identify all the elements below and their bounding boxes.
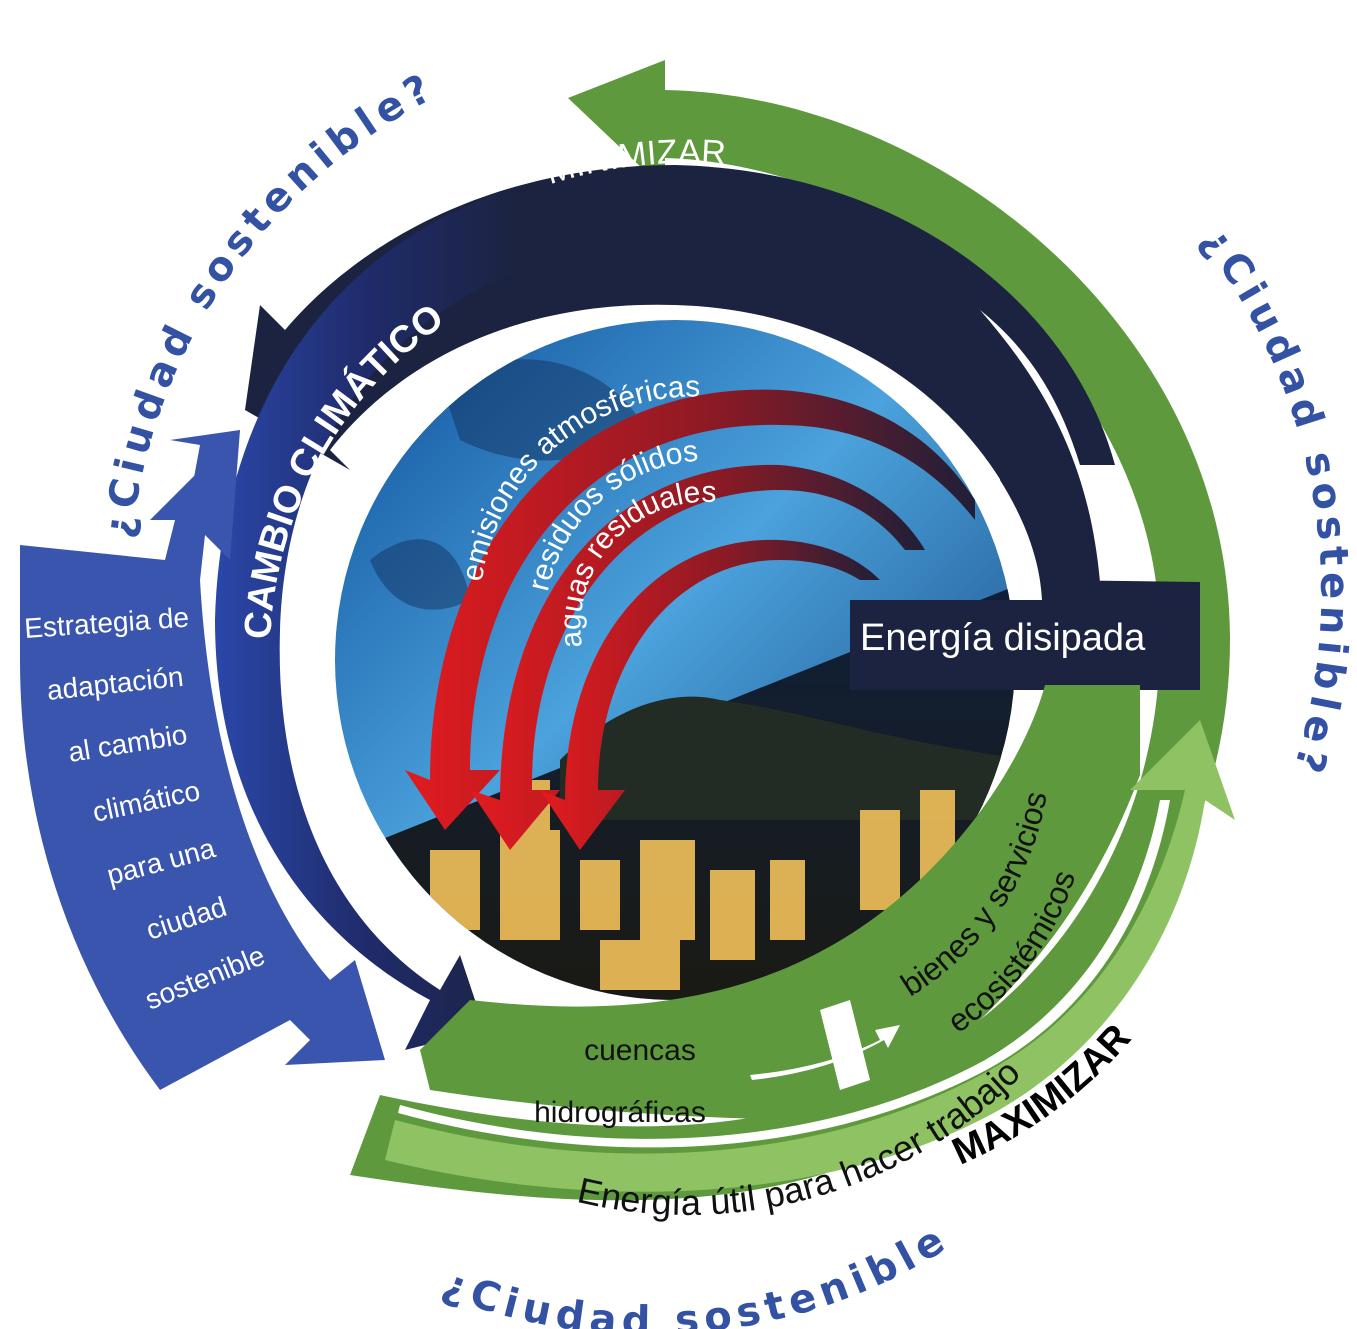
- white-divider: [820, 1000, 870, 1090]
- cuencas-label-line1: cuencas: [584, 1034, 696, 1067]
- energia-disipada-label: Energía disipada: [860, 617, 1146, 659]
- cuencas-label-line2: hidrográficas: [534, 1096, 706, 1129]
- dark-energy-block: [850, 470, 1200, 690]
- cuencas-to-bienes-arrow: [750, 1025, 900, 1080]
- energia-util-band: [385, 720, 1235, 1192]
- cambio-climatico-band: [215, 190, 520, 1050]
- strategy-block: [20, 430, 385, 1090]
- red-arrows: [405, 389, 975, 850]
- green-inner-band: [420, 685, 1140, 1120]
- minimizar-arrow-band: [245, 165, 1200, 690]
- strategy-up-arrow: [170, 430, 240, 580]
